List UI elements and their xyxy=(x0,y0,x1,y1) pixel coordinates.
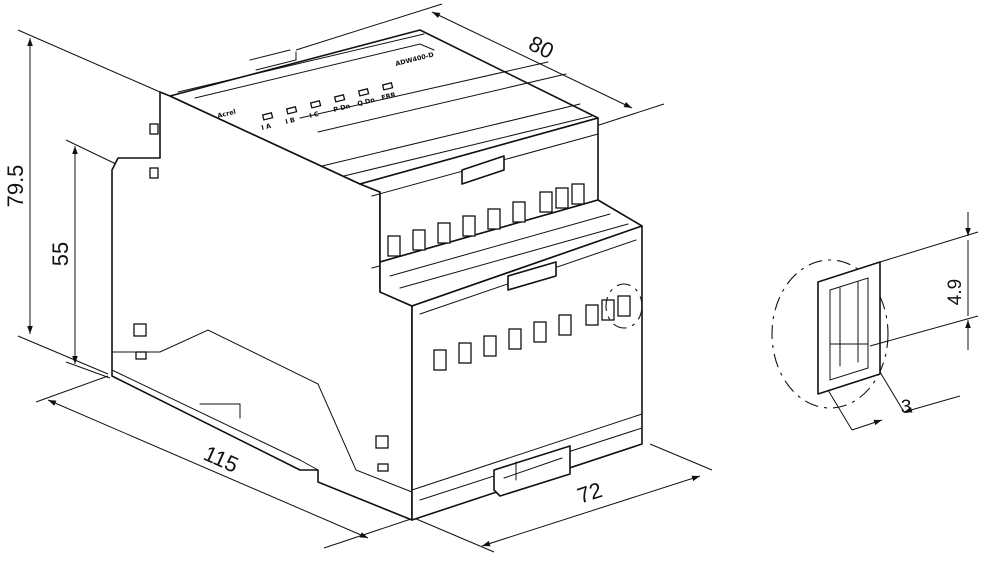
dimension-label-total-height: 79.5 xyxy=(3,165,28,208)
dimension-body-height: 55 xyxy=(48,139,119,379)
terminal-detail-view: 4.9 3 xyxy=(771,212,979,431)
dimension-opening-height: 4.9 xyxy=(869,212,979,350)
dimension-label-opening-height: 4.9 xyxy=(945,279,966,305)
indicator-label-6: ERR xyxy=(381,91,397,102)
upper-terminal-row xyxy=(387,183,585,257)
indicator-label-1: I A xyxy=(261,122,272,132)
meter-housing xyxy=(111,29,643,521)
dimension-label-body-height: 55 xyxy=(48,242,73,266)
dimension-total-height: 79.5 xyxy=(3,29,161,375)
dimension-opening-width: 3 xyxy=(827,371,961,431)
lower-terminal-row xyxy=(433,283,643,371)
dimension-label-length: 115 xyxy=(200,441,242,478)
indicator-label-3: I C xyxy=(309,110,320,120)
dimension-label-width: 72 xyxy=(574,477,605,508)
din-rail-clip xyxy=(493,445,571,497)
indicator-leds xyxy=(261,82,394,121)
detail-circle xyxy=(771,259,889,409)
dimension-label-opening-width: 3 xyxy=(901,397,912,418)
upper-clip xyxy=(461,155,505,185)
indicator-label-2: I B xyxy=(285,116,296,126)
indicator-label-4: P Dn xyxy=(333,102,352,114)
lower-clip xyxy=(507,261,557,291)
